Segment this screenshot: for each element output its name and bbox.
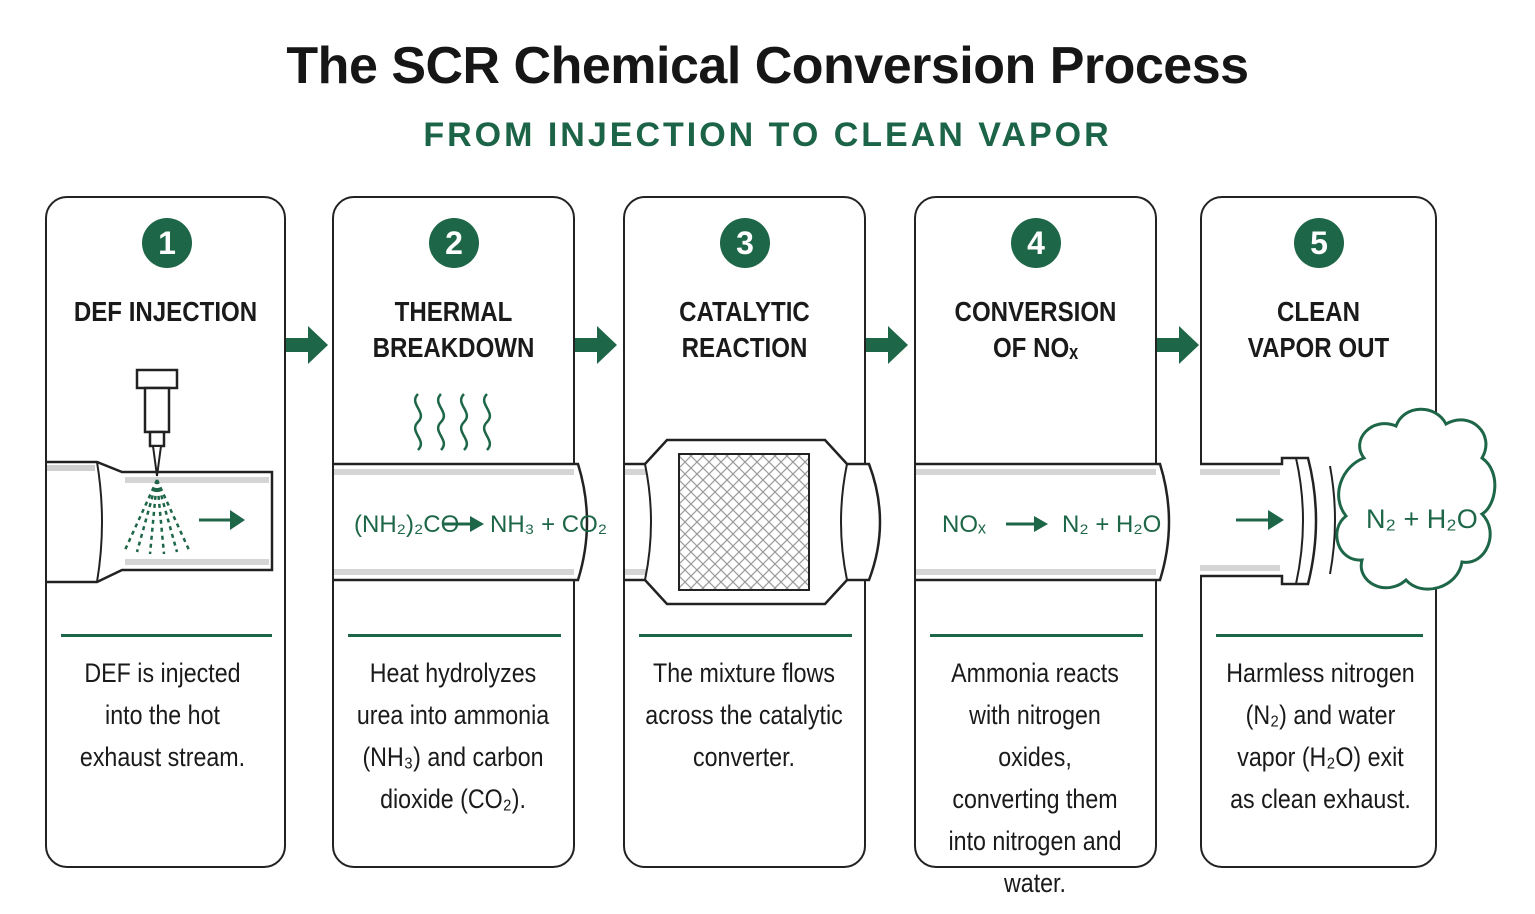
- desc-line: DEF is injected: [84, 658, 241, 688]
- def-injection-illustration: [47, 368, 274, 584]
- step-description: DEF is injected into the hot exhaust str…: [63, 652, 262, 778]
- step-arrow-icon: [1157, 326, 1199, 364]
- step-title: CLEAN VAPOR OUT: [1218, 294, 1418, 366]
- catalyst-mesh-icon: [678, 453, 810, 591]
- step-card-2: 2 THERMAL BREAKDOWN (NH₂)₂CO NH₃ + CO₂ H…: [332, 196, 607, 868]
- step-divider: [61, 634, 272, 637]
- desc-line: dioxide (CO₂).: [380, 784, 526, 814]
- catalytic-converter-illustration: [625, 438, 882, 606]
- step-divider: [348, 634, 561, 637]
- desc-line: Heat hydrolyzes: [369, 658, 537, 688]
- steam-lines-icon: [1329, 465, 1336, 575]
- equation-reactant: (NH₂)₂CO: [354, 511, 459, 538]
- step-number-badge: 3: [720, 218, 770, 268]
- step-divider: [1216, 634, 1423, 637]
- vapor-cloud-icon: [1335, 407, 1497, 591]
- step-arrow-icon: [866, 326, 908, 364]
- step-title-line: BREAKDOWN: [372, 332, 535, 363]
- step-description: Heat hydrolyzes urea into ammonia (NH₃) …: [351, 652, 556, 820]
- exhaust-pipe: [47, 460, 274, 584]
- equation-products: NH₃ + CO₂: [490, 511, 607, 538]
- page-title: The SCR Chemical Conversion Process: [286, 37, 1249, 95]
- desc-line: converting them: [952, 784, 1118, 814]
- step-divider: [639, 634, 852, 637]
- nox-conversion-illustration: NOₓ N₂ + H₂O: [916, 462, 1171, 582]
- equation-products: N₂ + H₂O: [1062, 511, 1161, 538]
- step-number-badge: 4: [1011, 218, 1061, 268]
- step-title-line: CONVERSION: [954, 296, 1117, 327]
- step-number-badge: 5: [1294, 218, 1344, 268]
- thermal-breakdown-illustration: (NH₂)₂CO NH₃ + CO₂: [334, 393, 607, 582]
- cloud-equation: N₂ + H₂O: [1366, 504, 1478, 534]
- step-number-badge: 1: [142, 218, 192, 268]
- step-card-1: 1 DEF INJECTION DEF: [45, 196, 286, 868]
- step-card-3: 3 CATALYTIC REACTION The mixture flows a…: [623, 196, 882, 868]
- step-title-line: DEF INJECTION: [73, 296, 258, 327]
- flow-arrow-icon: [199, 510, 245, 530]
- exhaust-pipe: [334, 462, 589, 582]
- desc-line: Harmless nitrogen: [1226, 658, 1415, 688]
- desc-line: as clean exhaust.: [1230, 784, 1411, 814]
- heat-waves-icon: [413, 393, 492, 451]
- injector-nozzle-icon: [135, 368, 179, 477]
- step-title-line: OF NOₓ: [992, 332, 1079, 363]
- step-card-4: 4 CONVERSION OF NOₓ NOₓ N₂ + H₂O Ammonia…: [914, 196, 1171, 898]
- desc-line: exhaust stream.: [79, 742, 246, 772]
- desc-line: converter.: [693, 742, 795, 772]
- desc-line: into nitrogen and: [948, 826, 1122, 856]
- desc-line: into the hot: [105, 700, 220, 730]
- step-title: CATALYTIC REACTION: [642, 294, 848, 366]
- step-title-line: VAPOR OUT: [1247, 332, 1390, 363]
- desc-line: water.: [1004, 868, 1066, 898]
- step-title: DEF INJECTION: [64, 294, 268, 330]
- step-description: Ammonia reacts with nitrogen oxides, con…: [933, 652, 1138, 904]
- desc-line: with nitrogen oxides,: [969, 700, 1101, 772]
- def-spray-icon: [123, 479, 191, 555]
- step-description: Harmless nitrogen (N₂) and water vapor (…: [1219, 652, 1423, 820]
- desc-line: Ammonia reacts: [951, 658, 1119, 688]
- desc-line: vapor (H₂O) exit: [1237, 742, 1404, 772]
- clean-vapor-illustration: N₂ + H₂O: [1200, 407, 1497, 591]
- desc-line: (NH₃) and carbon: [362, 742, 544, 772]
- desc-line: across the catalytic: [645, 700, 843, 730]
- step-title-line: CLEAN: [1277, 296, 1360, 327]
- step-arrow-icon: [286, 326, 328, 364]
- step-arrow-icon: [575, 326, 617, 364]
- reaction-arrow-icon: [442, 516, 484, 532]
- step-number-badge: 2: [429, 218, 479, 268]
- step-title: THERMAL BREAKDOWN: [351, 294, 557, 366]
- desc-line: The mixture flows: [653, 658, 835, 688]
- desc-line: (N₂) and water: [1245, 700, 1396, 730]
- step-description: The mixture flows across the catalytic c…: [642, 652, 847, 778]
- reaction-arrow-icon: [1006, 516, 1048, 532]
- page-subtitle: FROM INJECTION TO CLEAN VAPOR: [423, 116, 1112, 154]
- desc-line: urea into ammonia: [356, 700, 550, 730]
- step-title-line: REACTION: [681, 332, 808, 363]
- step-title-line: THERMAL: [394, 296, 513, 327]
- step-title: CONVERSION OF NOₓ: [933, 294, 1139, 366]
- flow-arrow-icon: [1236, 510, 1284, 530]
- equation-reactant: NOₓ: [942, 511, 986, 538]
- step-title-line: CATALYTIC: [679, 296, 810, 327]
- step-divider: [930, 634, 1143, 637]
